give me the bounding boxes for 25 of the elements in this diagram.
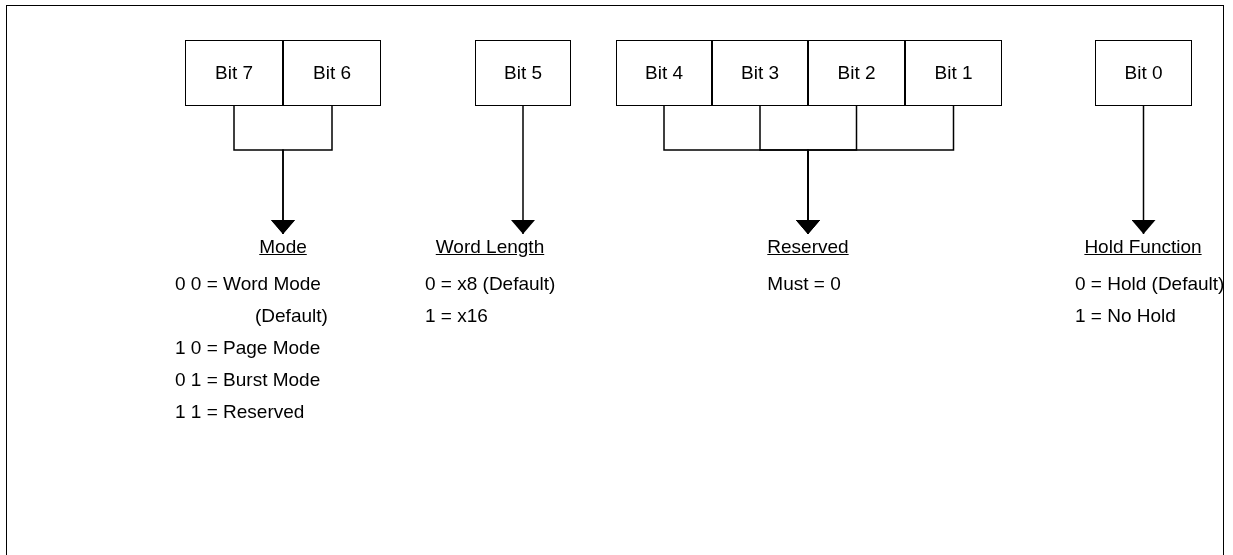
value-description: 1 1 = Reserved [175, 400, 306, 424]
bit-box: Bit 2 [808, 40, 905, 106]
value-description: 0 1 = Burst Mode [175, 368, 322, 392]
value-description: 1 = x16 [425, 304, 489, 328]
field-heading: Mode [259, 236, 307, 258]
field-heading: Reserved [767, 236, 849, 258]
arrow [1131, 105, 1156, 235]
bit-box: Bit 1 [905, 40, 1002, 106]
field-heading: Word Length [435, 236, 545, 258]
bit-box: Bit 3 [712, 40, 808, 106]
value-description: 0 = Hold (Default) [1075, 272, 1225, 296]
value-description: Must = 0 [767, 272, 842, 296]
value-description: 1 = No Hold [1075, 304, 1177, 328]
value-description: 1 0 = Page Mode [175, 336, 322, 360]
bit-box: Bit 4 [616, 40, 712, 106]
value-description: 0 = x8 (Default) [425, 272, 556, 296]
field-heading: Hold Function [1084, 236, 1202, 258]
arrow [271, 105, 333, 235]
bit-box: Bit 6 [283, 40, 381, 106]
value-description: 0 0 = Word Mode (Default) [175, 272, 329, 328]
bit-box: Bit 7 [185, 40, 283, 106]
bit-box: Bit 5 [475, 40, 571, 106]
bit-box: Bit 0 [1095, 40, 1192, 106]
arrow [796, 105, 955, 235]
arrow [511, 105, 535, 235]
